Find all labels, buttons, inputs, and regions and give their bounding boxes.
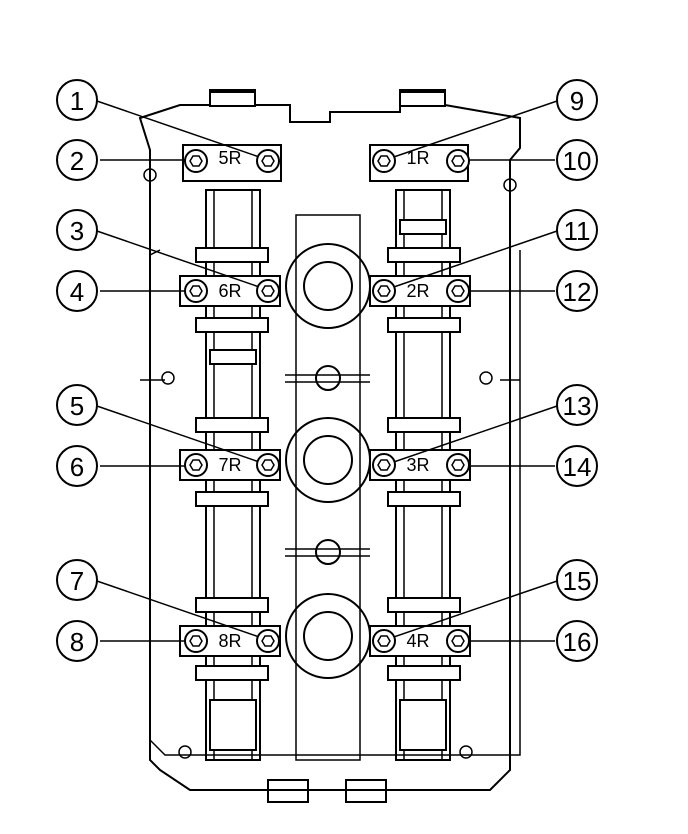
callout-2-label: 2 bbox=[70, 146, 84, 176]
callout-7: 7 bbox=[56, 559, 98, 601]
callout-11-label: 11 bbox=[564, 216, 591, 246]
bolt-14 bbox=[446, 453, 470, 477]
cap-label-1R: 1R bbox=[406, 148, 429, 168]
center-web bbox=[285, 214, 371, 761]
callout-15: 15 bbox=[556, 559, 598, 601]
callout-16-label: 16 bbox=[563, 627, 592, 657]
callout-14: 14 bbox=[556, 445, 598, 487]
bolt-4 bbox=[184, 279, 208, 303]
callout-8-label: 8 bbox=[70, 627, 84, 657]
cap-label-4R: 4R bbox=[406, 631, 429, 651]
cap-label-3R: 3R bbox=[406, 455, 429, 475]
bolt-6 bbox=[184, 453, 208, 477]
callout-11: 11 bbox=[556, 209, 598, 251]
callouts: 1 2 3 4 5 6 7 8 9 10 11 12 13 14 15 16 bbox=[56, 79, 598, 662]
callout-3: 3 bbox=[56, 209, 98, 251]
cap-label-2R: 2R bbox=[406, 281, 429, 301]
callout-13-label: 13 bbox=[563, 391, 592, 421]
bolt-12 bbox=[446, 279, 470, 303]
callout-15-label: 15 bbox=[563, 566, 592, 596]
callout-5-label: 5 bbox=[70, 391, 84, 421]
callout-2: 2 bbox=[56, 139, 98, 181]
locating-holes bbox=[143, 168, 517, 759]
callout-7-label: 7 bbox=[70, 566, 84, 596]
callout-13: 13 bbox=[556, 384, 598, 426]
callout-9-label: 9 bbox=[570, 86, 584, 116]
bolt-11 bbox=[372, 279, 396, 303]
cap-label-7R: 7R bbox=[218, 455, 241, 475]
callout-10: 10 bbox=[556, 139, 598, 181]
callout-12: 12 bbox=[556, 270, 598, 312]
bolt-1 bbox=[256, 149, 280, 173]
callout-4-label: 4 bbox=[70, 277, 84, 307]
bolt-8 bbox=[184, 629, 208, 653]
callout-6-label: 6 bbox=[70, 452, 84, 482]
callout-1: 1 bbox=[56, 79, 98, 121]
callout-8: 8 bbox=[56, 620, 98, 662]
callout-12-label: 12 bbox=[563, 277, 592, 307]
callout-4: 4 bbox=[56, 270, 98, 312]
bolt-7 bbox=[256, 629, 280, 653]
cap-label-8R: 8R bbox=[218, 631, 241, 651]
leader-lines bbox=[93, 99, 561, 642]
bolt-9 bbox=[372, 149, 396, 173]
cap-label-6R: 6R bbox=[218, 281, 241, 301]
callout-14-label: 14 bbox=[563, 452, 592, 482]
callout-3-label: 3 bbox=[70, 216, 84, 246]
bolt-16 bbox=[446, 629, 470, 653]
bolt-3 bbox=[256, 279, 280, 303]
callout-16: 16 bbox=[556, 620, 598, 662]
bolt-5 bbox=[256, 453, 280, 477]
bolt-15 bbox=[372, 629, 396, 653]
callout-5: 5 bbox=[56, 384, 98, 426]
bolt-13 bbox=[372, 453, 396, 477]
bolt-10 bbox=[446, 149, 470, 173]
callout-10-label: 10 bbox=[563, 146, 592, 176]
callout-6: 6 bbox=[56, 445, 98, 487]
callout-1-label: 1 bbox=[70, 86, 84, 116]
bolts bbox=[184, 149, 470, 653]
bolt-2 bbox=[184, 149, 208, 173]
cylinder-head-outline bbox=[138, 89, 521, 803]
callout-9: 9 bbox=[556, 79, 598, 121]
cap-label-5R: 5R bbox=[218, 148, 241, 168]
